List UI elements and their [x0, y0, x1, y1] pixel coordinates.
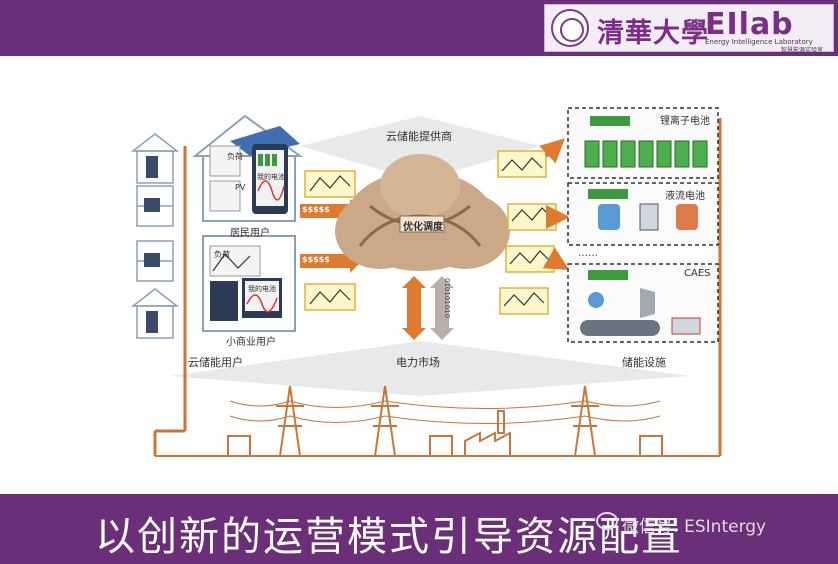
turbine-icon — [640, 288, 655, 318]
university-seal-icon — [551, 9, 589, 47]
compressor-icon — [588, 292, 604, 308]
signal-arrow-right-2 — [507, 203, 570, 231]
caes-label: CAES — [684, 268, 711, 279]
users-label: 云储能用户 — [188, 356, 243, 369]
money-symbols-bottom: $$$$$ — [302, 255, 330, 264]
computer-icon — [144, 198, 160, 212]
small-house-icon — [130, 133, 180, 184]
wechat-icon — [596, 512, 618, 530]
optimization-label: 优化调度 — [403, 222, 443, 233]
logo-box: 清華大學 EIlab Energy Intelligence Laborator… — [544, 4, 834, 54]
cloud-storage-diagram: 云储能提供商 优化调度 负荷 PV 我的电池 居民用户 负荷 我的电池 小商业用… — [0, 56, 838, 494]
ellipsis-label: …… — [578, 248, 598, 259]
factory-icon — [464, 410, 511, 456]
market-money-arrow — [402, 276, 426, 340]
money-symbols-top: $$$$$ — [302, 205, 330, 214]
market-data-arrow — [430, 276, 454, 340]
lab-name-en: Energy Intelligence Laboratory — [705, 38, 813, 46]
wechat-watermark: 微信号: ESIntergy — [622, 517, 767, 537]
signal-arrow-right-3 — [505, 245, 570, 273]
my-battery-label-1: 我的电池 — [257, 173, 285, 181]
cloud-provider-label: 云储能提供商 — [386, 130, 452, 143]
load-label-2: 负荷 — [214, 250, 230, 259]
residential-house-icon — [192, 114, 304, 222]
cloud-icon — [335, 154, 510, 271]
pv-label: PV — [235, 183, 246, 192]
phone-icon — [146, 156, 158, 178]
university-name: 清華大學 — [597, 18, 709, 49]
provider-triangle — [300, 116, 540, 181]
commercial-building-icon — [202, 235, 296, 332]
my-battery-label-2: 我的电池 — [248, 285, 276, 293]
lab-logo: EIlab — [705, 7, 794, 42]
solar-panel-icon — [230, 126, 300, 156]
market-triangle — [170, 341, 690, 396]
slogan: 以创新的运营模式引导资源配置 — [95, 514, 683, 560]
flow-tank-orange-icon — [676, 204, 698, 230]
load-label-1: 负荷 — [227, 152, 243, 161]
battery-cells-icon — [584, 140, 708, 168]
small-house-icon-2 — [130, 288, 180, 339]
transmission-tower-icon — [276, 385, 599, 457]
footer-bar: 以创新的运营模式引导资源配置 微信号: ESIntergy — [0, 494, 838, 564]
lab-name-cn: 智慧能源实验室 — [781, 47, 824, 54]
facilities-label: 储能设施 — [622, 356, 666, 369]
signal-arrow-right-4 — [499, 287, 549, 315]
header-bar: 清華大學 EIlab Energy Intelligence Laborator… — [0, 0, 838, 56]
data-bits: 010101010 — [443, 278, 451, 319]
signal-arrow-right-1 — [497, 138, 565, 178]
flow-battery-label: 液流电池 — [665, 191, 705, 202]
flow-tank-blue-icon — [598, 204, 620, 230]
computer-icon-2 — [144, 253, 160, 267]
flow-cell-icon — [639, 203, 659, 231]
signal-arrow-left-top — [304, 170, 356, 198]
market-label: 电力市场 — [396, 356, 440, 369]
air-tank-icon — [580, 320, 660, 336]
substation-icon — [227, 435, 663, 457]
power-lines — [229, 400, 661, 424]
signal-arrow-left-bottom — [304, 283, 356, 311]
lithium-battery-label: 锂离子电池 — [660, 116, 710, 127]
commercial-label: 小商业用户 — [226, 337, 276, 348]
heater-icon — [671, 317, 701, 335]
server-icon — [210, 281, 238, 321]
diagram-graphics — [130, 107, 722, 457]
residential-label: 居民用户 — [230, 228, 270, 239]
phone-icon-2 — [146, 311, 158, 333]
